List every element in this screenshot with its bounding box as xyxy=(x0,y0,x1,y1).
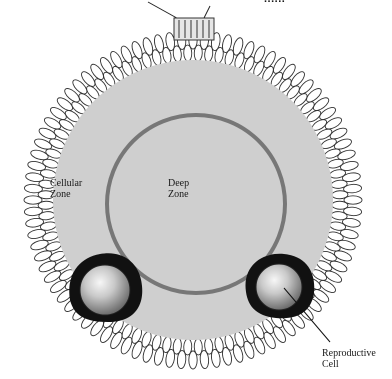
membrane-lipid xyxy=(332,190,348,199)
membrane-pore xyxy=(174,18,214,40)
deep-zone-label-line1: Deep xyxy=(168,178,189,189)
cellular-zone-label-line2: Zone xyxy=(50,189,82,200)
membrane-lipid xyxy=(194,339,203,355)
membrane-lipid xyxy=(194,45,203,61)
top-cut-text: ...... xyxy=(264,0,285,5)
cellular-zone-label-line1: Cellular xyxy=(50,178,82,189)
reproductive-cell-right xyxy=(245,254,314,318)
reproductive-cell-label-line1: Reproductive xyxy=(322,348,376,359)
membrane-lipid xyxy=(183,339,192,355)
membrane-lipid xyxy=(38,201,54,210)
deep-zone-label-line2: Zone xyxy=(168,189,189,200)
deep-zone-label: Deep Zone xyxy=(168,178,189,200)
reproductive-cell-label: Reproductive Cell xyxy=(322,348,376,370)
membrane-lipid xyxy=(332,201,348,210)
membrane-lipid xyxy=(183,45,192,61)
cellular-zone-label: Cellular Zone xyxy=(50,178,82,200)
reproductive-cell-label-line2: Cell xyxy=(322,359,376,370)
